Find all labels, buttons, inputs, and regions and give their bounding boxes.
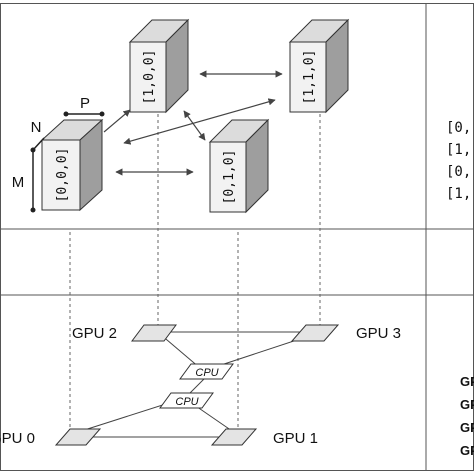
block-arrows [103, 70, 283, 176]
block-1-0-0: [1,0,0] [128, 18, 190, 114]
right-bottom-item: GP [460, 397, 474, 412]
dim-m-marker: M [12, 150, 36, 213]
gpu-2-label: GPU 2 [72, 325, 117, 342]
dim-m-label: M [12, 174, 25, 191]
gpu-3-label: GPU 3 [356, 325, 401, 342]
right-bottom-list: GP GP GP GP [460, 374, 474, 458]
right-top-item: [0, [446, 164, 471, 180]
cpu-bottom-node: CPU [159, 392, 214, 409]
cpu-top-node: CPU [179, 363, 234, 380]
gpu-3-platform: GPU 3 [290, 324, 401, 342]
dim-p-marker: P [63, 95, 105, 117]
right-bottom-item: GP [460, 374, 474, 389]
frame [0, 3, 474, 471]
block-label-110: [1,1,0] [302, 50, 317, 105]
dashed-guides [69, 108, 321, 432]
block-0-1-0: [0,1,0] [208, 118, 270, 214]
block-1-1-0: [1,1,0] [288, 18, 350, 114]
dim-p-label: P [80, 95, 90, 112]
dim-n-label: N [31, 119, 42, 136]
block-0-0-0: [0,0,0] [40, 118, 104, 212]
right-top-item: [1, [446, 186, 471, 202]
gpu-links [74, 331, 316, 438]
right-top-item: [1, [446, 142, 471, 158]
right-top-item: [0, [446, 120, 471, 136]
gpu-2-platform: GPU 2 [72, 324, 177, 342]
block-label-000: [0,0,0] [55, 148, 70, 203]
block-label-100: [1,0,0] [142, 50, 157, 105]
gpu-1-platform: GPU 1 [210, 428, 318, 447]
right-top-list: [0, [1, [0, [1, [446, 120, 471, 202]
right-bottom-item: GP [460, 443, 474, 458]
gpu-1-label: GPU 1 [273, 430, 318, 447]
gpu-0-platform: GPU 0 [0, 428, 102, 447]
right-bottom-item: GP [460, 420, 474, 435]
cpu-bottom-label: CPU [175, 396, 198, 408]
gpu-0-label: GPU 0 [0, 430, 35, 447]
block-label-010: [0,1,0] [222, 150, 237, 205]
cpu-top-label: CPU [195, 367, 218, 379]
